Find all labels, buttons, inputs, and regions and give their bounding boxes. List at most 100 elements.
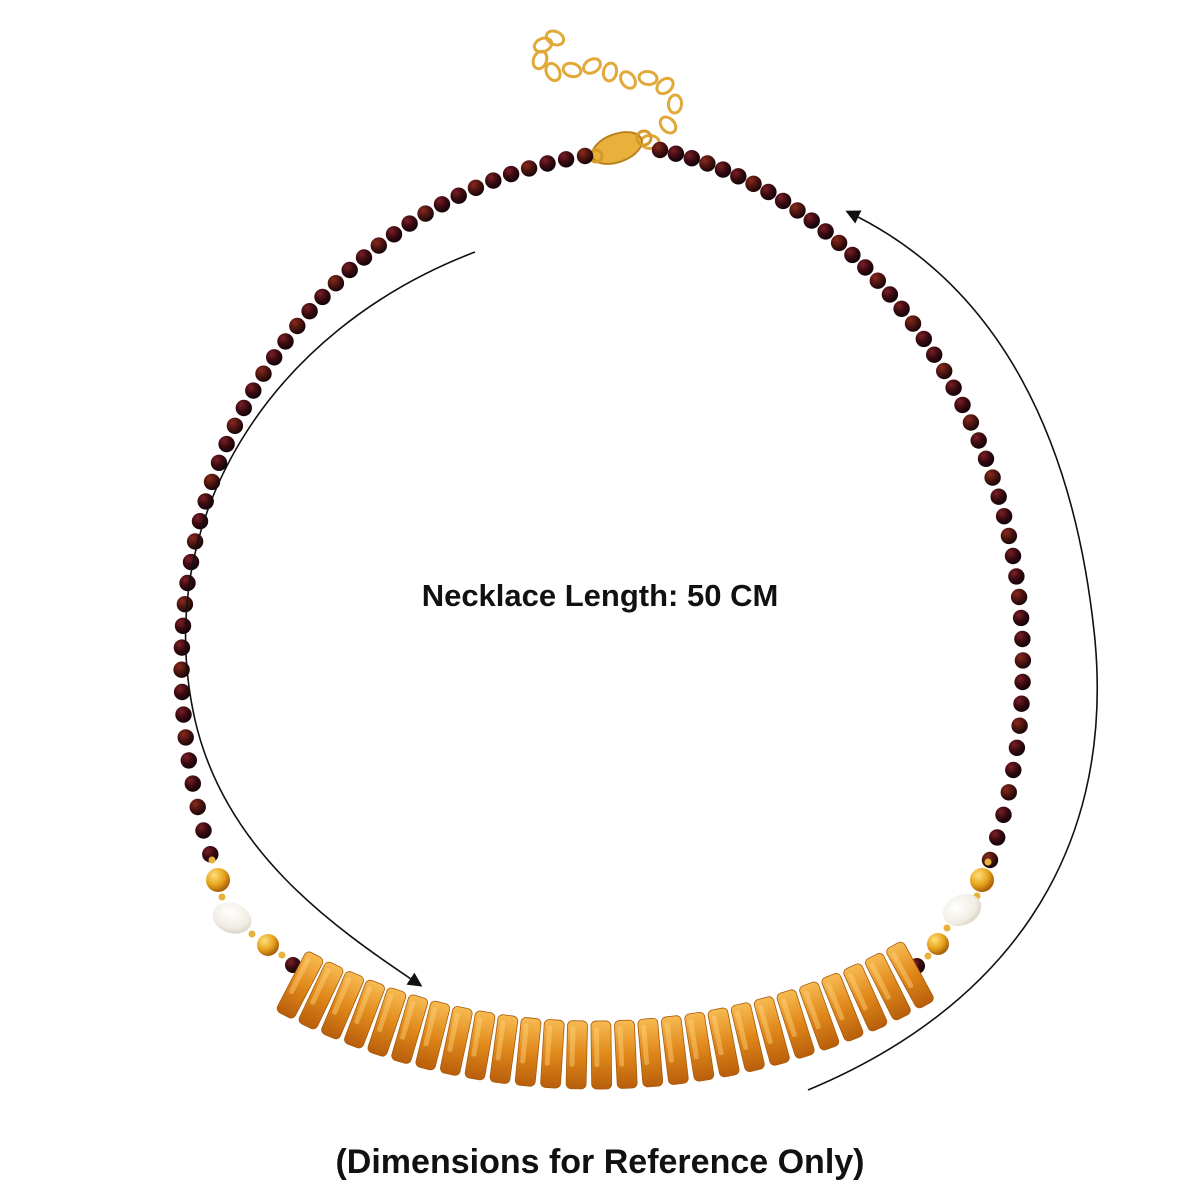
dark-bead-right: [990, 488, 1007, 505]
dark-bead-right: [984, 469, 1001, 486]
amber-rondelle: [565, 1020, 588, 1090]
dark-bead-left: [176, 596, 194, 613]
dark-bead-left: [173, 639, 191, 656]
amber-highlight: [354, 986, 372, 1025]
amber-highlight: [376, 993, 394, 1033]
amber-rondelle: [298, 961, 344, 1030]
dark-bead-left: [174, 617, 192, 634]
dark-bead-right: [803, 212, 820, 229]
amber-highlight: [593, 1027, 600, 1068]
dark-bead-left: [576, 147, 594, 165]
dark-bead-left: [173, 683, 191, 701]
dark-bead-right: [760, 183, 777, 201]
dark-bead-right: [651, 141, 669, 159]
dark-bead-right: [699, 155, 716, 172]
dimensions-disclaimer: (Dimensions for Reference Only): [335, 1143, 865, 1181]
amber-highlight: [826, 982, 845, 1021]
amber-highlight: [758, 1004, 773, 1044]
dark-bead-left: [180, 752, 197, 769]
amber-highlight: [544, 1025, 552, 1066]
dark-bead-right: [667, 145, 685, 162]
dark-bead-left: [182, 553, 200, 571]
dark-bead-right: [1014, 673, 1031, 691]
dark-bead-right: [774, 192, 792, 210]
gold-spacer: [208, 856, 216, 864]
dark-bead-left: [210, 454, 228, 471]
length-arrow-left: [184, 251, 476, 987]
dark-bead-right: [1000, 784, 1017, 801]
dark-bead-right: [926, 346, 943, 363]
amber-highlight: [471, 1016, 483, 1057]
gold-spacer: [943, 924, 951, 932]
amber-highlight: [495, 1020, 506, 1061]
dark-bead-right: [1004, 547, 1022, 565]
amber-rondelle: [540, 1019, 565, 1089]
amber-ball-bead: [970, 868, 994, 892]
amber-ball-bead: [206, 868, 230, 892]
amber-highlight: [711, 1015, 724, 1056]
amber-rondelle: [321, 971, 364, 1040]
length-arrow-right: [807, 210, 1099, 1091]
dark-bead-left: [191, 513, 209, 530]
chain-link: [582, 57, 602, 75]
amber-rondelle: [637, 1017, 664, 1088]
dark-bead-left: [327, 275, 345, 292]
dark-bead-left: [175, 706, 192, 723]
gold-spacer: [218, 893, 226, 901]
dark-bead-left: [255, 365, 272, 382]
amber-rondelle: [391, 994, 429, 1064]
amber-rondelle: [440, 1006, 473, 1076]
dark-bead-left: [301, 303, 318, 320]
dark-bead-left: [341, 261, 358, 279]
dark-bead-left: [277, 333, 294, 350]
amber-rondelle: [799, 981, 840, 1051]
amber-rondelle: [684, 1011, 715, 1082]
dark-bead-right: [1011, 717, 1028, 734]
amber-rondelle: [590, 1020, 613, 1090]
dark-bead-left: [355, 249, 373, 266]
dark-bead-left: [195, 822, 212, 839]
chain-link: [601, 61, 619, 83]
lobster-clasp: [588, 129, 653, 165]
dark-bead-right: [1005, 761, 1022, 779]
extender-chain: [531, 29, 684, 150]
amber-ball-bead: [927, 933, 949, 955]
dark-bead-right: [893, 300, 910, 317]
dark-bead-left: [184, 775, 201, 792]
amber-rondelle: [344, 979, 385, 1049]
dark-bead-right: [995, 508, 1013, 525]
amber-highlight: [848, 973, 868, 1011]
dark-bead-left: [266, 349, 283, 366]
chain-link: [658, 115, 678, 135]
amber-highlight: [520, 1023, 529, 1064]
dark-bead-right: [915, 330, 932, 348]
amber-rondelle: [415, 1000, 451, 1071]
dark-bead-right: [730, 168, 747, 185]
dark-bead-left: [450, 187, 467, 204]
dark-bead-right: [844, 246, 861, 264]
amber-highlight: [734, 1010, 749, 1051]
amber-highlight: [332, 977, 352, 1015]
dark-bead-left: [203, 473, 221, 491]
dark-bead-right: [977, 450, 995, 467]
dark-bead-right: [830, 234, 848, 252]
necklace-length-label: Necklace Length: 50 CM: [421, 578, 779, 613]
dark-bead-left: [179, 574, 196, 592]
dark-bead-left: [186, 533, 204, 550]
amber-rondelle: [614, 1019, 638, 1089]
amber-highlight: [780, 998, 797, 1038]
amber-highlight: [569, 1026, 576, 1067]
amber-highlight: [891, 952, 914, 989]
dark-bead-right: [936, 362, 953, 380]
amber-highlight: [869, 963, 891, 1000]
amber-ball-bead: [257, 934, 279, 956]
amber-rondelle: [865, 953, 911, 1021]
dark-bead-right: [714, 161, 732, 178]
dark-bead-right: [1008, 568, 1025, 585]
dark-bead-right: [869, 272, 886, 289]
dark-bead-left: [557, 151, 575, 168]
dark-bead-left: [417, 205, 434, 222]
dark-bead-right: [970, 432, 987, 449]
dark-bead-right: [1014, 630, 1031, 648]
